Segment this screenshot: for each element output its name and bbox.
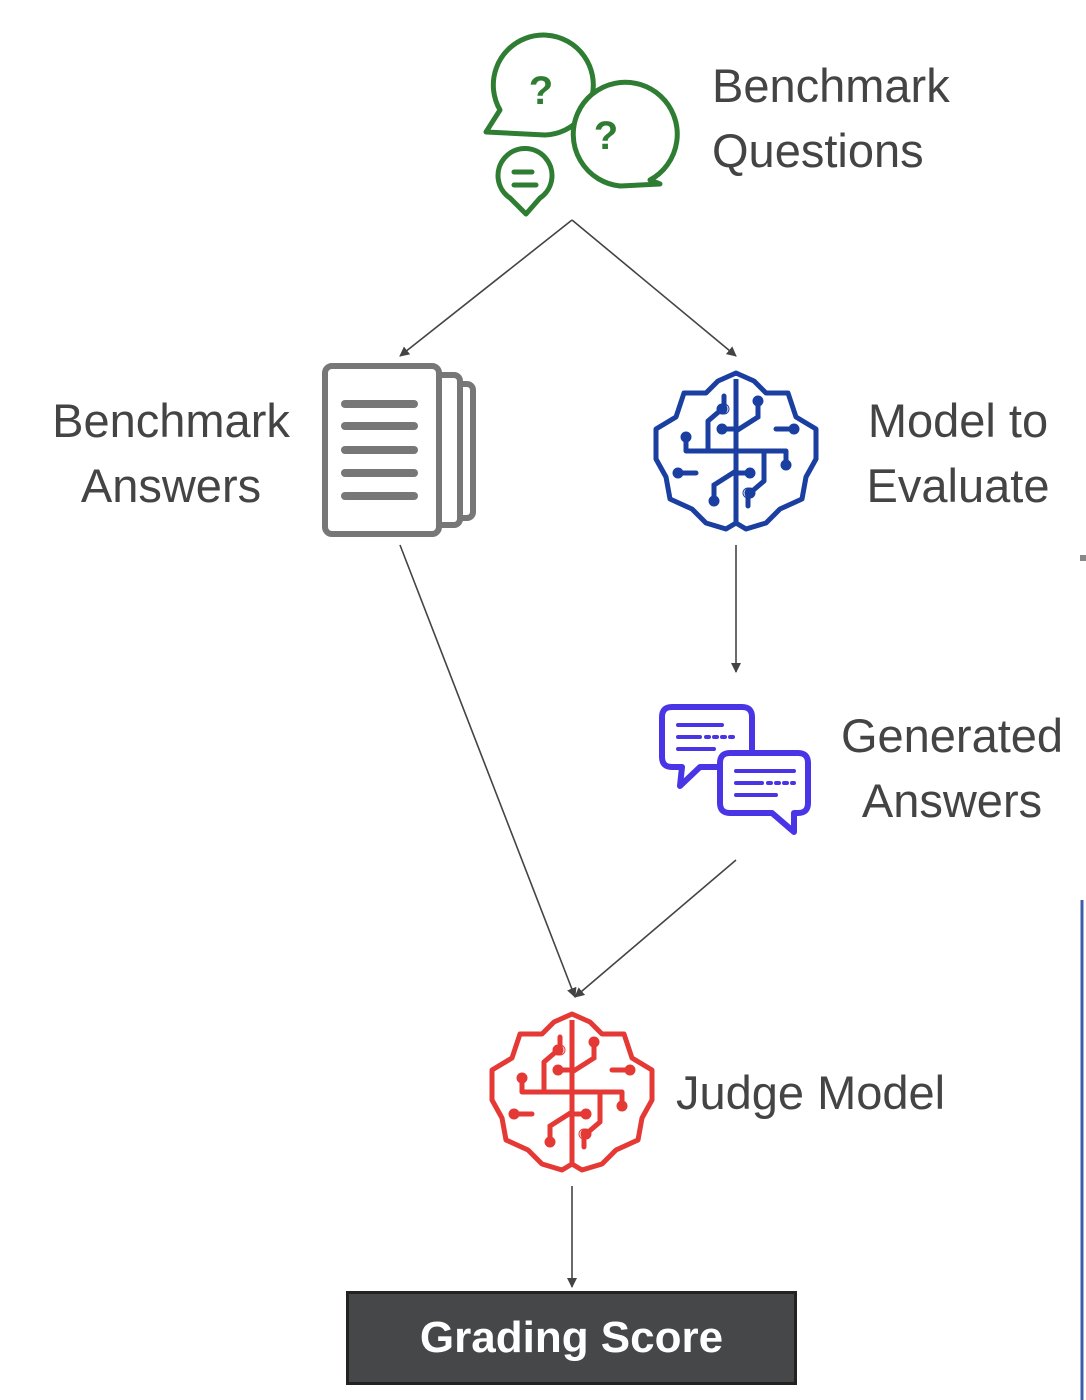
- model-label-line2: Evaluate: [866, 459, 1050, 512]
- edge-questions-to-model: [571, 219, 737, 357]
- questions-label-line1: Benchmark: [712, 59, 950, 112]
- questions-label: Benchmark Questions: [712, 53, 950, 183]
- chat-bubbles-icon: [659, 704, 811, 835]
- answers-label-line2: Answers: [80, 459, 262, 512]
- edge-generated-to-judge: [574, 859, 737, 998]
- documents-icon: [322, 363, 476, 537]
- generated-label-line2: Answers: [861, 774, 1043, 827]
- questions-label-line2: Questions: [712, 124, 924, 177]
- judge-label-text: Judge Model: [676, 1066, 946, 1119]
- edge-artifact-dot: [1080, 555, 1086, 561]
- grading-score-box: Grading Score: [346, 1291, 797, 1385]
- generated-label: Generated Answers: [830, 703, 1074, 833]
- answers-label-line1: Benchmark: [52, 394, 290, 447]
- svg-text:?: ?: [594, 114, 618, 158]
- model-label-line1: Model to: [867, 394, 1049, 447]
- edge-answers-to-judge: [399, 544, 577, 998]
- edge-questions-to-answers: [399, 219, 573, 357]
- grading-score-label: Grading Score: [419, 1313, 724, 1362]
- judge-label: Judge Model: [676, 1060, 945, 1125]
- brain-circuit-icon: [492, 1014, 652, 1170]
- model-label: Model to Evaluate: [852, 388, 1064, 518]
- generated-label-line1: Generated: [840, 709, 1064, 762]
- svg-text:?: ?: [529, 69, 553, 113]
- answers-label: Benchmark Answers: [42, 388, 300, 518]
- speech-bubbles-question-icon: ? ?: [483, 32, 680, 217]
- brain-circuit-icon: [656, 373, 816, 529]
